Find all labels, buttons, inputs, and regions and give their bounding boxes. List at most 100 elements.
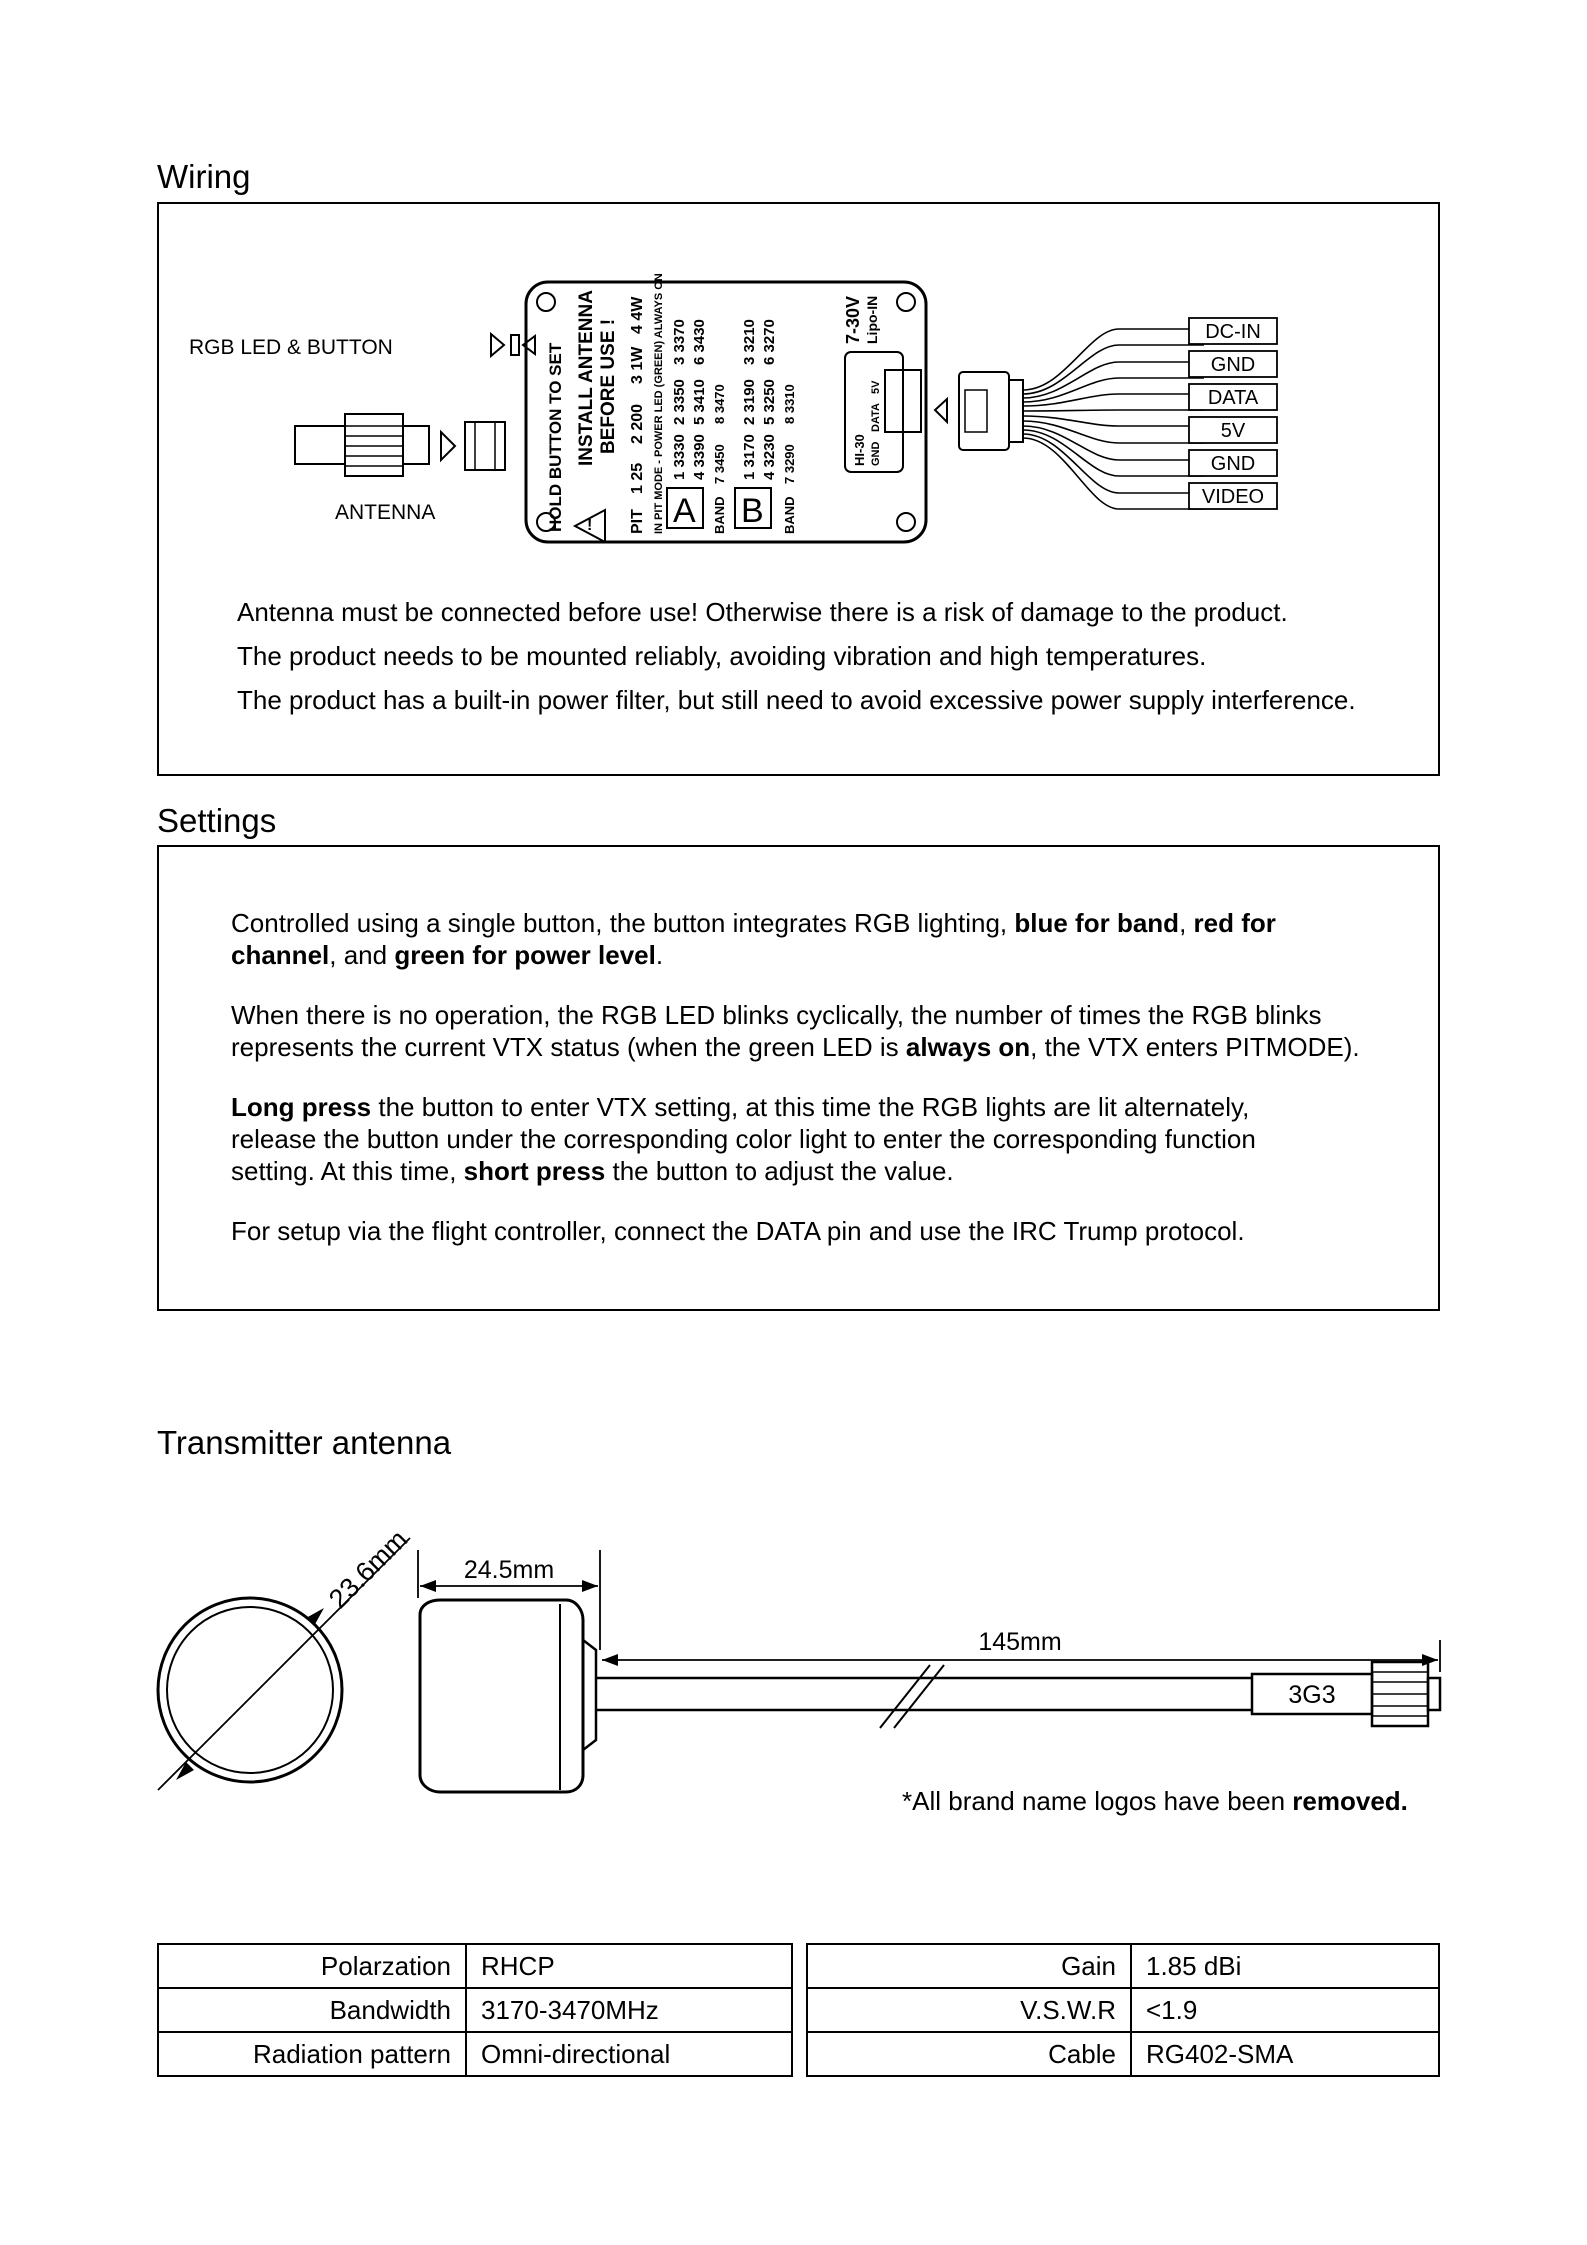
pin-gnd-1: GND [1211, 354, 1255, 376]
pin-gnd-2: GND [1211, 453, 1255, 475]
spec-key: Bandwidth [157, 1987, 467, 2033]
mount-hole-icon [536, 292, 556, 312]
harness-plug-icon [958, 371, 1010, 451]
settings-p3-end: the button to adjust the value. [605, 1156, 954, 1186]
spec-key: Polarzation [157, 1943, 467, 1989]
antenna-head [418, 1598, 585, 1794]
power-level-4: 4 4W [629, 296, 646, 334]
band-a-ch2: 2 3350 [671, 379, 688, 425]
spec-key: Gain [806, 1943, 1132, 1989]
wiring-note-2: The product needs to be mounted reliably… [237, 641, 1207, 671]
antenna-front-inner [166, 1606, 334, 1774]
spec-value: 3170-3470MHz [465, 1987, 793, 2033]
wiring-diagram: RGB LED & BUTTON ANTENNA HOLD BUTTON TO … [189, 273, 1278, 544]
settings-p1-end: . [655, 940, 664, 970]
settings-p1-sep: , [1179, 908, 1194, 938]
wiring-note-3: The product has a built-in power filter,… [237, 685, 1356, 715]
table-row: Gain 1.85 dBi [806, 1943, 1440, 1989]
wire-harness [1022, 328, 1204, 510]
table-row: Bandwidth 3170-3470MHz [157, 1987, 793, 2033]
band-b-ch4: 4 3230 [761, 434, 778, 480]
antenna-cable-icon [294, 425, 346, 465]
pin-data: DATA [1208, 387, 1259, 409]
board-pit-mode-text: IN PIT MODE - POWER LED (GREEN) ALWAYS O… [653, 273, 665, 534]
antenna-head-width-label: 24.5mm [464, 1556, 554, 1584]
settings-p1-bold-3: green for power level [394, 940, 656, 970]
antenna-footnote-text: *All brand name logos have been [902, 1786, 1293, 1816]
board-before-use-text: BEFORE USE ! [598, 319, 619, 454]
board-hold-button-text: HOLD BUTTON TO SET [546, 342, 565, 532]
power-level-3: 3 1W [629, 346, 646, 384]
settings-p1-bold-2: red for channel [231, 908, 1276, 970]
band-b-ch6: 6 3270 [761, 319, 778, 365]
band-b-ch8: 8 3310 [782, 384, 797, 424]
settings-p2-text: When there is no operation, the RGB LED … [231, 1000, 1322, 1062]
button-icon [510, 334, 520, 356]
pin-box [1188, 317, 1278, 345]
band-a-ch5: 5 3410 [691, 379, 708, 425]
conn-label-2: GND [870, 442, 882, 467]
antenna-footnote: *All brand name logos have been removed. [902, 1786, 1408, 1817]
spec-value: 1.85 dBi [1130, 1943, 1440, 1989]
settings-p2-bold: always on [905, 1032, 1031, 1062]
board-connector [844, 351, 904, 473]
antenna-model-label: 3G3 [1288, 1681, 1335, 1709]
spec-value: Omni-directional [465, 2031, 793, 2077]
mount-hole-icon [896, 292, 916, 312]
wiring-title: Wiring [157, 158, 251, 195]
svg-text:!: ! [587, 517, 592, 534]
settings-p3-bold-2: short press [463, 1156, 606, 1186]
settings-p1-and: , and [329, 940, 395, 970]
conn-label-1: HI-30 [852, 434, 867, 466]
table-row: V.S.W.R <1.9 [806, 1987, 1440, 2033]
settings-p3-text: the button to enter VTX setting, at this… [231, 1092, 1256, 1186]
wiring-note-1: Antenna must be connected before use! Ot… [237, 597, 1288, 627]
antenna-footnote-bold: removed. [1292, 1786, 1408, 1816]
mount-hole-icon [536, 512, 556, 532]
antenna-title: Transmitter antenna [157, 1424, 452, 1461]
band-b-letter: B [741, 492, 764, 530]
spec-key: Cable [806, 2031, 1132, 2077]
pin-dc-in: DC-IN [1205, 321, 1261, 343]
plug-arrow-icon [933, 396, 948, 425]
settings-p3-bold-1: Long press [231, 1092, 372, 1122]
antenna-front-outer [156, 1596, 344, 1784]
conn-label-4: 5V [870, 380, 882, 394]
antenna-length-label: 145mm [978, 1628, 1061, 1656]
settings-paragraph-1: Controlled using a single button, the bu… [231, 907, 1361, 971]
settings-paragraph-4: For setup via the flight controller, con… [231, 1216, 1245, 1246]
board-lipo-text: Lipo-IN [864, 296, 880, 344]
antenna-label-sleeve [1250, 1672, 1374, 1716]
settings-p1-bold-1: blue for band [1014, 908, 1180, 938]
button-arrow-icon [490, 331, 506, 359]
band-a-ch7: 7 3450 [712, 444, 727, 484]
spec-value: <1.9 [1130, 1987, 1440, 2033]
band-label-a: BAND [712, 496, 727, 534]
band-a-ch8: 8 3470 [712, 384, 727, 424]
band-a-ch4: 4 3390 [691, 434, 708, 480]
board-install-antenna-text: INSTALL ANTENNA [576, 290, 597, 466]
spec-table-left: Polarzation RHCP Bandwidth 3170-3470MHz … [157, 1943, 793, 2077]
mount-hole-icon [896, 512, 916, 532]
sma-connector-icon [464, 421, 506, 471]
board-voltage-text: 7-30V [843, 296, 863, 344]
board-pit-text: PIT [629, 509, 646, 534]
settings-box: Controlled using a single button, the bu… [157, 845, 1440, 1311]
table-row: Radiation pattern Omni-directional [157, 2031, 793, 2077]
settings-paragraph-2: When there is no operation, the RGB LED … [231, 999, 1381, 1063]
table-row: Polarzation RHCP [157, 1943, 793, 1989]
spec-key: Radiation pattern [157, 2031, 467, 2077]
conn-label-3: DATA [870, 403, 882, 432]
band-b-ch3: 3 3210 [741, 319, 758, 365]
vtx-board [524, 280, 928, 544]
power-level-1: 1 25 [629, 463, 646, 494]
band-b-ch2: 2 3190 [741, 379, 758, 425]
band-a-ch3: 3 3370 [671, 319, 688, 365]
spec-value: RG402-SMA [1130, 2031, 1440, 2077]
band-a-letter: A [673, 492, 696, 530]
antenna-drawing: 23.6mm 24.5mm 145mm 3G3 [156, 1524, 1442, 1794]
spec-table-right: Gain 1.85 dBi V.S.W.R <1.9 Cable RG402-S… [806, 1943, 1440, 2077]
band-b-ch1: 1 3170 [741, 434, 758, 480]
table-row: Cable RG402-SMA [806, 2031, 1440, 2077]
settings-p1-text: Controlled using a single button, the bu… [231, 908, 1015, 938]
